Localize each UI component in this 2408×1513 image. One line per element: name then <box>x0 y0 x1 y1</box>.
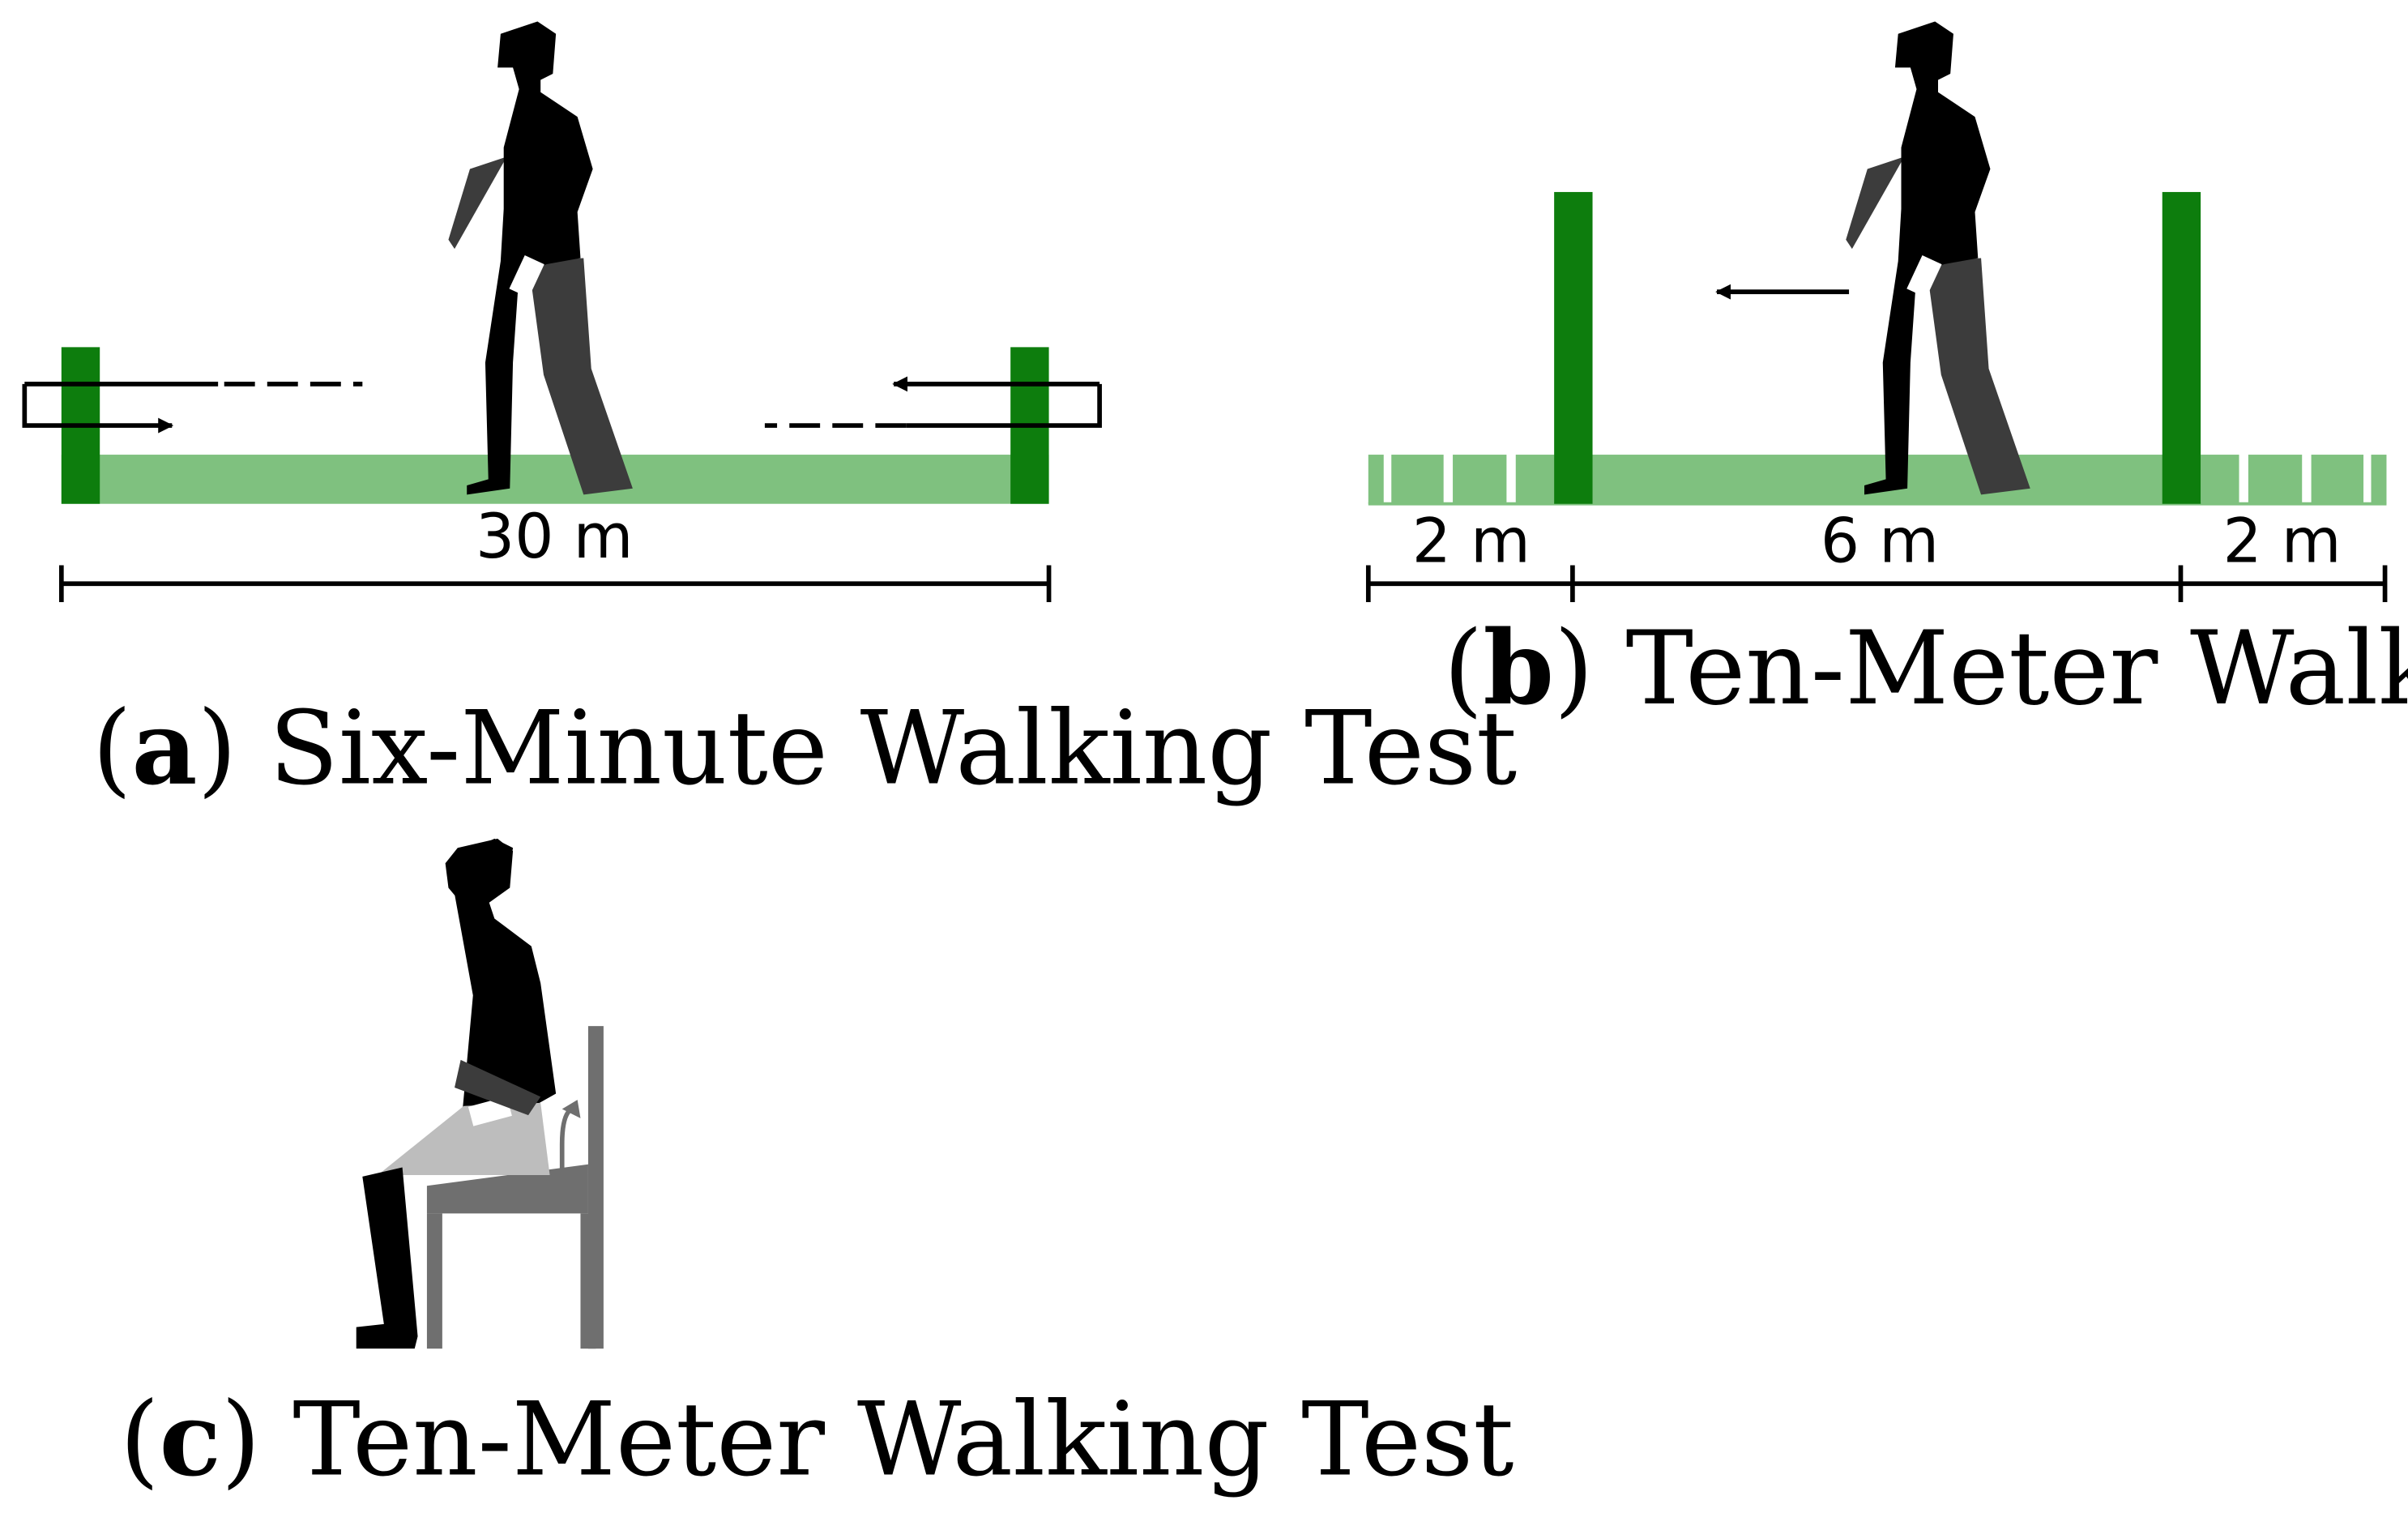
left-turnaround-arrow <box>22 382 363 434</box>
seated-person-leg <box>356 1167 418 1349</box>
segment-label-right: 2 m <box>2222 506 2341 577</box>
seated-person-thigh <box>378 1102 550 1175</box>
caption-title: Six-Minute Walking Test <box>269 690 1517 808</box>
distance-scale-b <box>1365 565 2388 603</box>
acceleration-zone-left <box>1368 455 1555 504</box>
walking-track <box>61 455 1049 504</box>
start-marker-b <box>1554 191 1593 504</box>
caption-letter: a <box>132 689 198 808</box>
caption-c: (c) Ten-Meter Walking Test <box>120 1380 1514 1499</box>
walking-person-icon <box>448 21 633 495</box>
seated-person-arm <box>455 1059 541 1116</box>
thigh-sensor <box>509 254 544 298</box>
finish-marker-b <box>2162 191 2201 504</box>
stand-up-arrow <box>559 1107 573 1175</box>
segment-label-left: 2 m <box>1412 506 1531 577</box>
thigh-sensor <box>1906 254 1942 298</box>
seated-person-head <box>445 838 514 907</box>
distance-scale-a <box>58 565 1052 603</box>
caption-b: (b) Ten-Meter Walking Test <box>1444 609 2408 728</box>
panel-c-sit-to-stand: (c) Ten-Meter Walking Test <box>120 838 1514 1499</box>
segment-label-middle: 6 m <box>1821 506 1939 577</box>
caption-a: (a) Six-Minute Walking Test <box>92 689 1518 808</box>
chair-icon <box>426 1026 604 1349</box>
panel-b-ten-meter-walk: 2 m 6 m 2 m (b) Ten-Meter Walking Test <box>1365 21 2408 728</box>
walking-person-icon <box>1846 21 2030 495</box>
right-turnaround-arrow <box>764 376 1102 428</box>
walking-track-b <box>1554 455 2181 504</box>
distance-label-a: 30 m <box>476 501 633 572</box>
caption-title: Ten-Meter Walking Test <box>1626 609 2408 728</box>
caption-letter: c <box>160 1380 221 1499</box>
caption-letter: b <box>1483 609 1553 728</box>
caption-title: Ten-Meter Walking Test <box>292 1381 1514 1499</box>
panel-a-six-minute-walk: 30 m (a) Six-Minute Walking Test <box>22 21 1518 808</box>
seated-person-torso <box>448 838 557 1131</box>
deceleration-zone-right <box>2201 455 2387 504</box>
